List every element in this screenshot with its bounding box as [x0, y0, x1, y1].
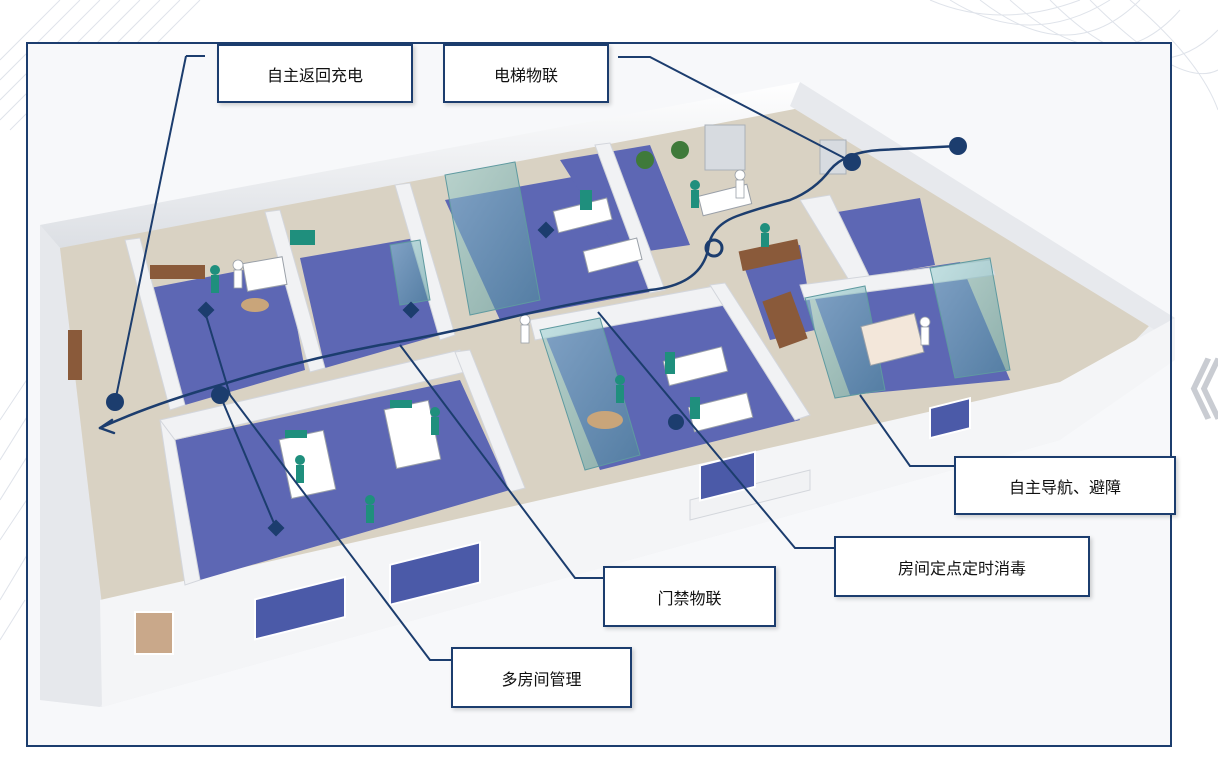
- label-access-iot: 门禁物联: [603, 566, 776, 627]
- label-elevator-iot-text: 电梯物联: [493, 65, 558, 85]
- diamond-marker: [267, 519, 285, 537]
- elevator-marker: [843, 153, 861, 171]
- diagram-frame: [26, 42, 1172, 747]
- chevron-left-icon: 《: [1158, 355, 1218, 429]
- markers: [106, 137, 967, 537]
- leader-elevator: [618, 56, 853, 163]
- charge-marker: [106, 393, 124, 411]
- route-arrowhead: [98, 418, 116, 435]
- leader-multi-room-branch: [219, 394, 277, 529]
- label-auto-charge-text: 自主返回充电: [266, 65, 363, 85]
- leader-multi-room: [204, 311, 452, 661]
- diamond-marker: [197, 301, 215, 319]
- label-room-disinfect: 房间定点定时消毒: [834, 536, 1090, 597]
- leader-access: [399, 344, 604, 579]
- path-start-marker: [949, 137, 967, 155]
- leader-auto-charge: [114, 55, 205, 403]
- ring-marker: [704, 238, 724, 258]
- label-room-disinfect-text: 房间定点定时消毒: [897, 558, 1026, 578]
- navigation-route: [98, 144, 960, 430]
- label-multi-room: 多房间管理: [451, 647, 632, 708]
- robot-path: [98, 144, 960, 435]
- label-nav-obstacle: 自主导航、避障: [954, 456, 1176, 515]
- leader-disinfect: [597, 311, 836, 549]
- diamond-marker: [537, 221, 555, 239]
- furniture: [68, 124, 971, 655]
- room-marker: [211, 386, 229, 404]
- leader-nav: [859, 394, 956, 467]
- label-multi-room-text: 多房间管理: [501, 669, 582, 689]
- label-elevator-iot: 电梯物联: [443, 44, 609, 103]
- label-access-iot-text: 门禁物联: [657, 588, 722, 608]
- label-nav-obstacle-text: 自主导航、避障: [1008, 477, 1121, 497]
- diamond-marker: [402, 301, 420, 319]
- disinfect-marker: [668, 414, 684, 430]
- leader-lines: [114, 55, 956, 661]
- label-auto-charge: 自主返回充电: [217, 44, 413, 103]
- glass-partitions: [389, 161, 1011, 471]
